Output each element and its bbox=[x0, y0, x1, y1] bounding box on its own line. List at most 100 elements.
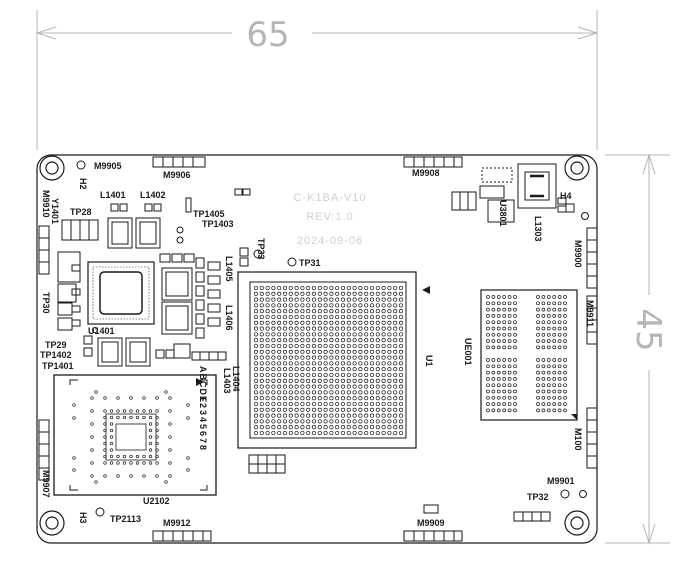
bga-ball bbox=[129, 454, 133, 459]
bga-ball bbox=[398, 320, 404, 325]
bga-ball bbox=[311, 384, 317, 389]
bga-ball bbox=[253, 303, 259, 308]
bga-ball bbox=[369, 367, 375, 372]
bga-ball bbox=[329, 309, 334, 314]
bga-ball bbox=[369, 326, 375, 331]
label-tp1403: TP1403 bbox=[202, 219, 234, 229]
bga-ball bbox=[340, 425, 346, 430]
bga-ball bbox=[253, 349, 259, 354]
bga-ball bbox=[387, 320, 392, 325]
bga-ball bbox=[393, 320, 398, 325]
bga-ball bbox=[557, 402, 562, 406]
bga-ball bbox=[375, 355, 380, 360]
bga-ball bbox=[265, 372, 270, 378]
bga-ball bbox=[513, 370, 517, 375]
bga-ball bbox=[294, 425, 299, 430]
bga-ball bbox=[271, 343, 276, 349]
width-dimension bbox=[35, 10, 599, 150]
bga-ball bbox=[317, 384, 322, 389]
bga-ball bbox=[557, 377, 562, 381]
u2102-chip bbox=[53, 374, 217, 496]
bga-ball bbox=[369, 355, 375, 360]
bga-ball bbox=[346, 384, 351, 389]
bga-ball bbox=[369, 343, 375, 349]
bga-ball bbox=[346, 401, 351, 407]
bga-ball bbox=[398, 355, 404, 360]
bga-ball bbox=[335, 430, 340, 436]
bga-ball bbox=[502, 307, 507, 312]
bga-ball bbox=[491, 320, 496, 325]
bga-ball bbox=[253, 332, 259, 337]
bga-ball bbox=[546, 307, 551, 312]
bga-ball bbox=[502, 408, 507, 413]
bga-ball bbox=[300, 314, 305, 320]
u1-bga-chip bbox=[237, 271, 430, 449]
bga-ball bbox=[148, 454, 153, 459]
label-l1404: L1404 bbox=[231, 366, 241, 392]
bga-ball bbox=[155, 409, 159, 413]
bga-ball bbox=[317, 309, 322, 314]
bga-ball bbox=[364, 309, 369, 314]
bga-ball bbox=[300, 291, 305, 296]
bga-ball bbox=[381, 413, 386, 418]
bga-ball bbox=[552, 326, 557, 331]
bga-ball bbox=[364, 407, 369, 412]
bga-ball bbox=[116, 415, 120, 420]
bga-ball bbox=[90, 461, 94, 465]
bga-ball bbox=[496, 377, 501, 381]
bga-ball bbox=[306, 384, 311, 389]
bga-ball bbox=[340, 332, 346, 337]
bga-ball bbox=[502, 364, 507, 369]
bga-ball bbox=[311, 309, 317, 314]
bga-ball bbox=[541, 314, 546, 318]
bga-ball bbox=[311, 407, 317, 412]
bga-ball bbox=[129, 396, 133, 400]
bga-ball bbox=[155, 454, 159, 459]
bga-ball bbox=[486, 370, 490, 375]
bga-ball bbox=[116, 396, 120, 400]
bga-ball bbox=[340, 309, 346, 314]
bga-ball bbox=[375, 401, 380, 407]
bga-ball bbox=[364, 332, 369, 337]
bga-ball bbox=[496, 326, 501, 331]
bga-ball bbox=[513, 301, 517, 306]
bga-ball bbox=[271, 407, 276, 412]
bga-ball bbox=[398, 343, 404, 349]
bga-ball bbox=[265, 407, 270, 412]
bga-ball bbox=[306, 430, 311, 436]
bga-ball bbox=[496, 383, 501, 388]
bga-ball bbox=[294, 343, 299, 349]
bga-ball bbox=[513, 389, 517, 394]
bga-ball bbox=[103, 441, 107, 446]
bga-ball bbox=[536, 358, 540, 362]
bga-ball bbox=[352, 384, 357, 389]
bga-ball bbox=[311, 303, 317, 308]
bga-ball bbox=[513, 295, 517, 299]
bga-ball bbox=[288, 367, 293, 372]
bga-ball bbox=[541, 307, 546, 312]
bga-ball bbox=[393, 309, 398, 314]
bga-ball bbox=[340, 285, 346, 291]
height-dimension bbox=[605, 153, 670, 545]
bga-ball bbox=[387, 343, 392, 349]
bga-ball bbox=[129, 461, 133, 465]
bga-ball bbox=[253, 378, 259, 383]
bga-ball bbox=[306, 372, 311, 378]
bga-ball bbox=[552, 358, 557, 362]
bga-ball bbox=[90, 422, 94, 426]
bga-ball bbox=[168, 461, 172, 465]
bga-ball bbox=[513, 395, 517, 400]
bga-ball bbox=[486, 320, 490, 325]
bga-ball bbox=[387, 401, 392, 407]
bga-ball bbox=[358, 291, 363, 296]
label-m9900: M9900 bbox=[573, 240, 583, 268]
bga-ball bbox=[552, 314, 557, 318]
bga-ball bbox=[552, 370, 557, 375]
bga-ball bbox=[541, 358, 546, 362]
bga-ball bbox=[387, 413, 392, 418]
bga-ball bbox=[541, 402, 546, 406]
bga-ball bbox=[536, 295, 540, 299]
bga-ball bbox=[323, 430, 328, 436]
bga-ball bbox=[536, 408, 540, 413]
bga-ball bbox=[358, 349, 363, 354]
